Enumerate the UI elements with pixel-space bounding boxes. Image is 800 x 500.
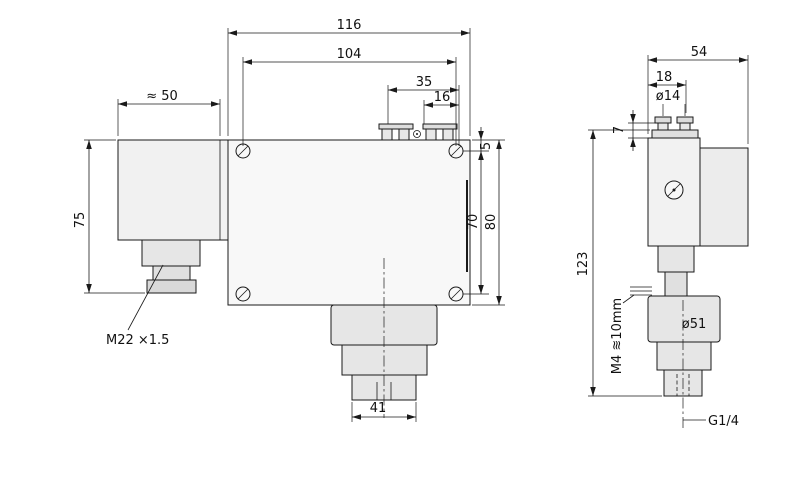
terminal-block-right [422, 123, 458, 141]
terminal-screw-right [676, 116, 694, 131]
terminal-center-screw [413, 130, 421, 138]
dim-box-height: 75 [73, 212, 88, 229]
ext-lines-50 [117, 99, 221, 136]
leader-line [127, 264, 164, 331]
terminal-screw-left [654, 116, 672, 131]
ext-lines-116 [227, 28, 471, 136]
dim-5: 5 [479, 142, 494, 150]
cable-gland-flange [146, 279, 197, 294]
gland-thread-label: M22 ×1.5 [106, 333, 169, 348]
screw-slot [237, 288, 249, 300]
screw-slot [450, 145, 462, 157]
side-view: G1/4 ø51 M4 ≋10mm 54 18 ø14 7 123 [576, 45, 749, 429]
face-screw [664, 180, 684, 200]
corner-screw-top-left [235, 143, 251, 159]
dim-overall-height: 123 [576, 252, 591, 277]
front-view: M22 ×1.5 116 104 35 16 ≈ 50 75 5 70 8 [73, 18, 505, 422]
screw-slot [237, 145, 249, 157]
ext-lines-dia14 [662, 104, 686, 116]
ext-lines-right [463, 139, 505, 306]
dim-screw-spacing-v: 70 [466, 214, 481, 231]
terminal-base-plate [651, 129, 699, 139]
terminal-block-left [378, 123, 414, 141]
port-middle-side [656, 341, 712, 371]
leader-line [622, 294, 635, 304]
ext-lines-54 [647, 55, 749, 144]
ext-lines-123 [588, 129, 662, 397]
main-body [227, 139, 471, 306]
port-dia-label: ø51 [682, 317, 707, 332]
connector-housing [117, 139, 229, 241]
corner-screw-bottom-left [235, 286, 251, 302]
cable-gland-step1 [141, 239, 201, 267]
dim-overall-depth: 54 [691, 45, 708, 60]
corner-screw-bottom-right [448, 286, 464, 302]
stem-lower [664, 271, 688, 297]
dim-16: 16 [434, 90, 451, 105]
dim-overall-width: 116 [337, 18, 362, 33]
port-thread-label: G1/4 [708, 414, 739, 429]
dim-port-width: 41 [370, 401, 387, 416]
ext-lines-104 [242, 57, 457, 146]
dim-box-width: ≈ 50 [146, 89, 178, 104]
port-middle [341, 344, 428, 376]
mount-hole-marks [630, 286, 652, 296]
dim-body-height: 80 [484, 214, 499, 231]
screw-center [672, 188, 676, 192]
ext-lines-7 [628, 122, 655, 139]
corner-screw-top-right [448, 143, 464, 159]
dim-screw-spacing: 104 [337, 47, 362, 62]
mount-hole-label: M4 ≋10mm [610, 298, 625, 374]
screw-slot [450, 288, 462, 300]
dim-35: 35 [416, 75, 433, 90]
screw-dia-label: ø14 [656, 89, 681, 104]
main-body-side [699, 147, 749, 247]
dim-18: 18 [656, 70, 673, 85]
stem-upper [657, 245, 695, 273]
